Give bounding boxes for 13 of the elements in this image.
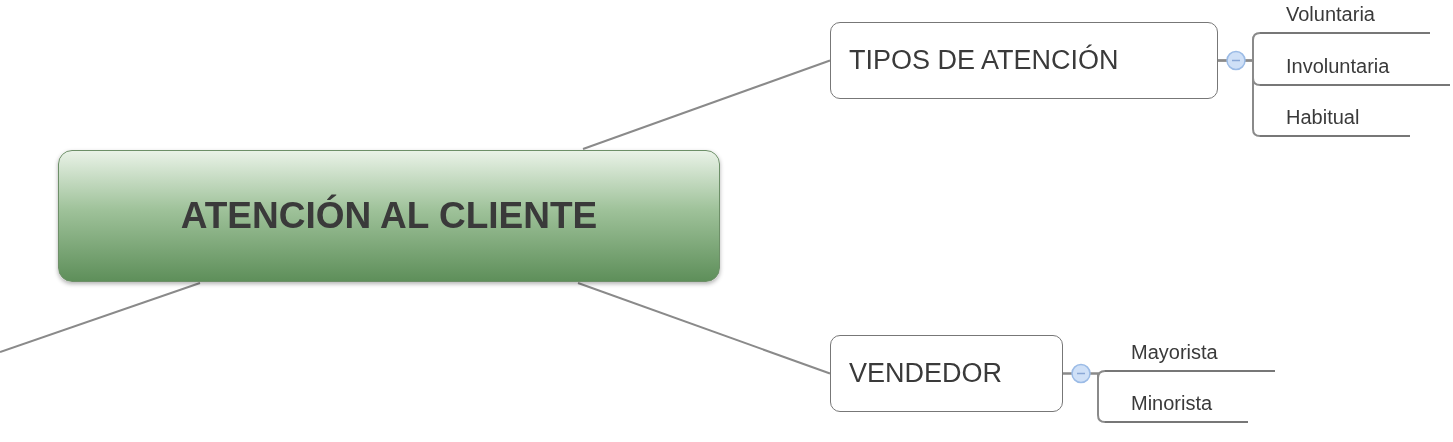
- subtopic: Habitual: [1260, 98, 1410, 137]
- topic-box: TIPOS DE ATENCIÓN: [830, 22, 1218, 99]
- connector-line: [577, 282, 831, 375]
- central-topic-box: ATENCIÓN AL CLIENTE: [58, 150, 720, 282]
- connector-line: [0, 282, 201, 353]
- subtopic: Mayorista: [1105, 334, 1275, 372]
- subtopic: Voluntaria: [1260, 0, 1430, 34]
- connector-line: [1062, 372, 1106, 423]
- subtopic: Involuntaria: [1260, 47, 1450, 86]
- connector-line: [582, 59, 831, 150]
- topic-box: VENDEDOR: [830, 335, 1063, 412]
- connector-line: [1217, 59, 1261, 137]
- subtopic: Minorista: [1105, 384, 1248, 423]
